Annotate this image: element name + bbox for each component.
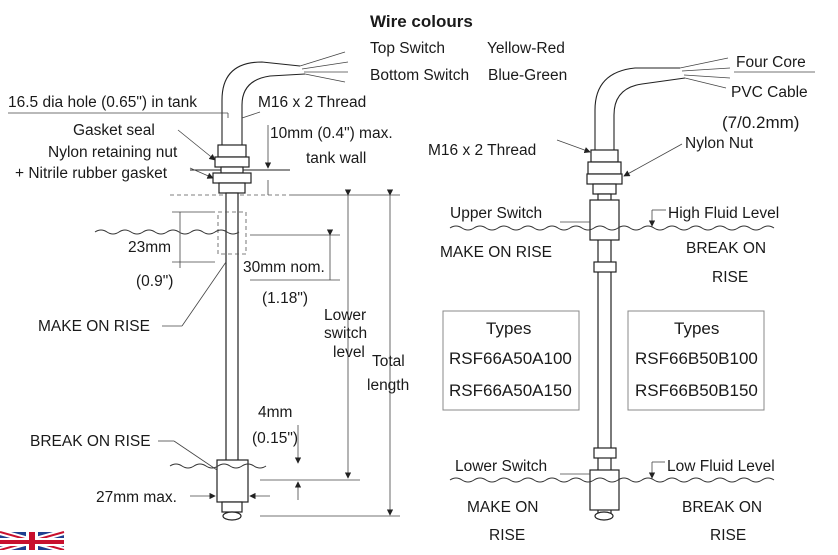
right-upper-float: [589, 199, 620, 241]
low-fluid-level-label: Low Fluid Level: [667, 458, 775, 475]
rubber-gasket-label: + Nitrile rubber gasket: [15, 165, 168, 182]
types-a-box: Types RSF66A50A100 RSF66A50A150: [442, 310, 580, 411]
lower-make-on: MAKE ON: [467, 499, 538, 516]
dim-27mm: 27mm max.: [96, 489, 177, 506]
right-stem: [597, 193, 612, 515]
total-label-2: length: [367, 377, 409, 394]
pvc-cable-label: PVC Cable: [731, 84, 808, 101]
types-b-box: Types RSF66B50B100 RSF66B50B150: [627, 310, 765, 411]
types-a-model-1: RSF66A50A100: [449, 349, 572, 368]
lower-label-2: switch: [324, 325, 367, 342]
right-thread-label: M16 x 2 Thread: [428, 142, 536, 159]
tank-wall-label: tank wall: [306, 150, 366, 167]
total-label-1: Total: [372, 353, 405, 370]
wire-colours-legend: Wire colours Top Switch Yellow-Red Botto…: [370, 12, 567, 84]
left-stem: [225, 192, 239, 502]
right-cable-strands-icon: [679, 57, 731, 89]
cable-spec-label: (7/0.2mm): [722, 113, 799, 132]
lower-make-rise: RISE: [489, 527, 525, 544]
hole-label: 16.5 dia hole (0.65") in tank: [8, 94, 197, 111]
lower-break-rise: RISE: [710, 527, 746, 544]
low-fluid-line: [449, 477, 775, 483]
left-upper-float: [217, 211, 247, 255]
types-b-title: Types: [674, 319, 719, 338]
lower-switch-label: Lower Switch: [455, 458, 547, 475]
upper-break-rise: RISE: [712, 269, 748, 286]
right-cable: [594, 67, 680, 150]
right-gland-cap: [590, 149, 619, 163]
dim-23mm-inch: (0.9"): [136, 273, 173, 290]
types-b-model-1: RSF66B50B100: [635, 349, 758, 368]
left-thread-label: M16 x 2 Thread: [258, 94, 366, 111]
gasket-seal-label: Gasket seal: [73, 122, 155, 139]
wall-thickness-label: 10mm (0.4") max.: [270, 125, 393, 142]
right-lower-float: [589, 469, 620, 511]
right-side-view: Four Core PVC Cable (7/0.2mm) M16 x 2 Th…: [428, 54, 815, 544]
left-side-view: 16.5 dia hole (0.65") in tank M16 x 2 Th…: [8, 51, 409, 521]
types-a-model-2: RSF66A50A150: [449, 381, 572, 400]
top-switch-colour: Yellow-Red: [487, 40, 565, 57]
bottom-switch-colour: Blue-Green: [488, 67, 567, 84]
lower-label-1: Lower: [324, 307, 366, 324]
lower-break-on: BREAK ON: [682, 499, 762, 516]
dim-4mm-inch: (0.15"): [252, 430, 298, 447]
lower-label-3: level: [333, 344, 365, 361]
left-make-on-rise: MAKE ON RISE: [38, 318, 150, 335]
wire-colours-heading: Wire colours: [370, 12, 473, 31]
uk-flag-icon: [0, 529, 65, 553]
dim-30mm: 30mm nom.: [243, 259, 325, 276]
left-gland-cap: [217, 144, 247, 158]
left-retaining-nut: [212, 172, 252, 184]
upper-make-on-rise: MAKE ON RISE: [440, 244, 552, 261]
left-lower-float: [216, 459, 249, 503]
left-cable: [221, 61, 301, 145]
left-lower-fluid-line: [169, 463, 267, 469]
dim-30mm-inch: (1.18"): [262, 290, 308, 307]
upper-break-on: BREAK ON: [686, 240, 766, 257]
dim-4mm: 4mm: [258, 404, 292, 421]
four-core-label: Four Core: [736, 54, 806, 71]
nylon-nut-label-right: Nylon Nut: [685, 135, 754, 152]
dim-23mm: 23mm: [128, 239, 171, 256]
left-upper-fluid-line: [94, 229, 240, 235]
types-a-title: Types: [486, 319, 531, 338]
bottom-switch-label: Bottom Switch: [370, 67, 469, 84]
upper-switch-label: Upper Switch: [450, 205, 542, 222]
right-nylon-nut: [586, 173, 623, 185]
left-break-on-rise: BREAK ON RISE: [30, 433, 151, 450]
high-fluid-level-label: High Fluid Level: [668, 205, 779, 222]
top-switch-label: Top Switch: [370, 40, 445, 57]
high-fluid-line: [449, 225, 775, 231]
types-b-model-2: RSF66B50B150: [635, 381, 758, 400]
left-cable-strands-icon: [299, 51, 349, 83]
nylon-nut-label: Nylon retaining nut: [48, 144, 178, 161]
